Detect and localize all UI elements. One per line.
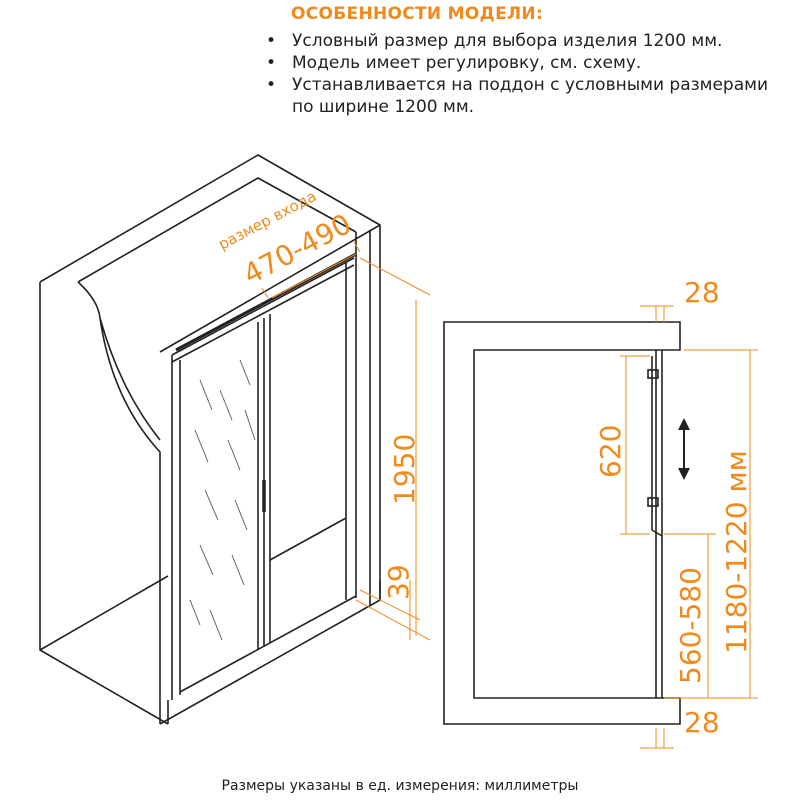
units-caption: Размеры указаны в ед. измерения: миллиме… (221, 778, 579, 794)
lower-segment-value: 560-580 (674, 567, 707, 684)
right-dimensions (620, 305, 758, 749)
features-list: Условный размер для выбора изделия 1200 … (266, 30, 792, 118)
feature-item: Условный размер для выбора изделия 1200 … (266, 30, 792, 52)
front-schematic (443, 321, 681, 725)
base-value: 39 (382, 564, 415, 600)
bottom-profile-value: 28 (684, 706, 720, 739)
section-heading: ОСОБЕННОСТИ МОДЕЛИ: (291, 4, 544, 24)
left-dimensions (261, 241, 431, 641)
adjust-range-value: 620 (594, 425, 627, 478)
total-width-value: 1180-1220 мм (720, 450, 753, 654)
top-profile-value: 28 (684, 276, 720, 309)
height-value: 1950 (388, 434, 421, 505)
feature-item: Модель имеет регулировку, см. схему. (266, 52, 792, 74)
feature-item: Устанавливается на поддон с условными ра… (266, 74, 792, 118)
